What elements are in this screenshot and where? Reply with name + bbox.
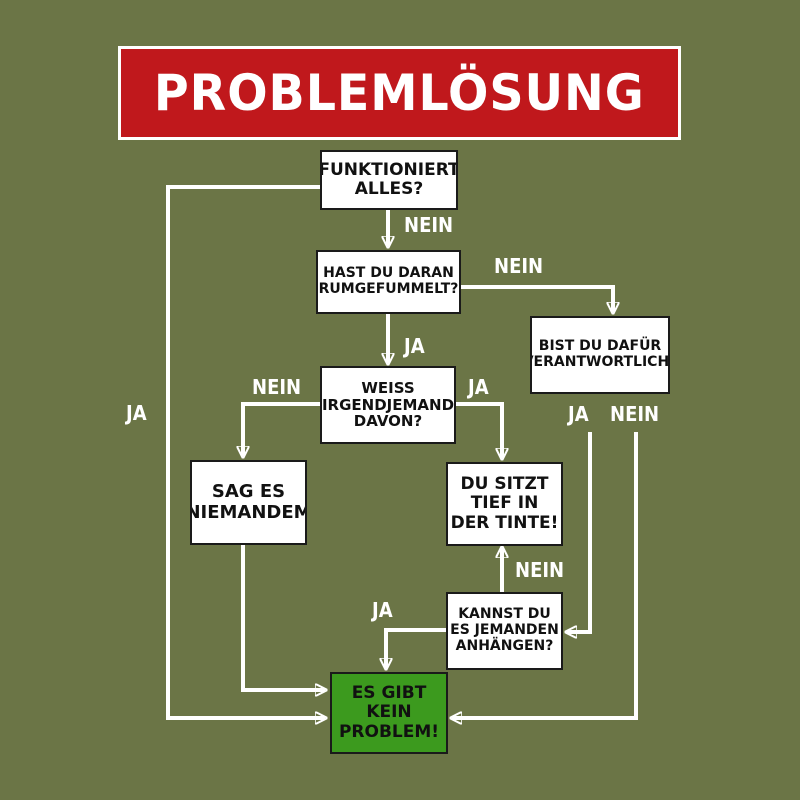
node-kein-problem: ES GIBT KEIN PROBLEM!: [330, 672, 448, 754]
label-nein-2: NEIN: [494, 254, 544, 278]
arrow-nein-to-sag-es: [243, 402, 320, 456]
node-verantwortlich: BIST DU DAFÜR VERANTWORTLICH?: [530, 316, 670, 394]
title-banner: PROBLEMLÖSUNG: [118, 46, 681, 140]
arrow-ja-to-tinte: [456, 402, 502, 458]
arrow-ja-verantwortlich-to-anhaengen: [567, 432, 592, 632]
node-rumgefummelt: HAST DU DARAN RUMGEFUMMELT?: [316, 250, 461, 314]
page-title: PROBLEMLÖSUNG: [154, 64, 645, 122]
arrow-sag-es-to-kein-problem: [241, 545, 325, 690]
arrow-ja-anhaengen-to-kein-problem: [386, 628, 446, 668]
label-nein-1: NEIN: [404, 213, 454, 237]
label-ja-left: JA: [126, 401, 147, 425]
label-ja-3: JA: [468, 375, 489, 399]
label-ja-4: JA: [568, 402, 589, 426]
arrow-nein-verantwortlich-to-kein-problem: [452, 432, 638, 718]
node-weiss-irgendjemand: WEISS IRGENDJEMAND DAVON?: [320, 366, 456, 444]
label-nein-4: NEIN: [610, 402, 660, 426]
label-nein-5: NEIN: [515, 558, 565, 582]
node-jemanden-anhaengen: KANNST DU ES JEMANDEN ANHÄNGEN?: [446, 592, 563, 670]
label-ja-2: JA: [404, 334, 425, 358]
label-ja-5: JA: [372, 598, 393, 622]
node-tief-in-der-tinte: DU SITZT TIEF IN DER TINTE!: [446, 462, 563, 546]
node-sag-es-niemandem: SAG ES NIEMANDEM: [190, 460, 307, 545]
label-nein-3: NEIN: [252, 375, 302, 399]
arrow-ja-alles-to-kein-problem: [166, 185, 325, 718]
arrow-nein-to-verantwortlich: [461, 285, 613, 312]
node-funktioniert-alles: FUNKTIONIERT ALLES?: [320, 150, 458, 210]
